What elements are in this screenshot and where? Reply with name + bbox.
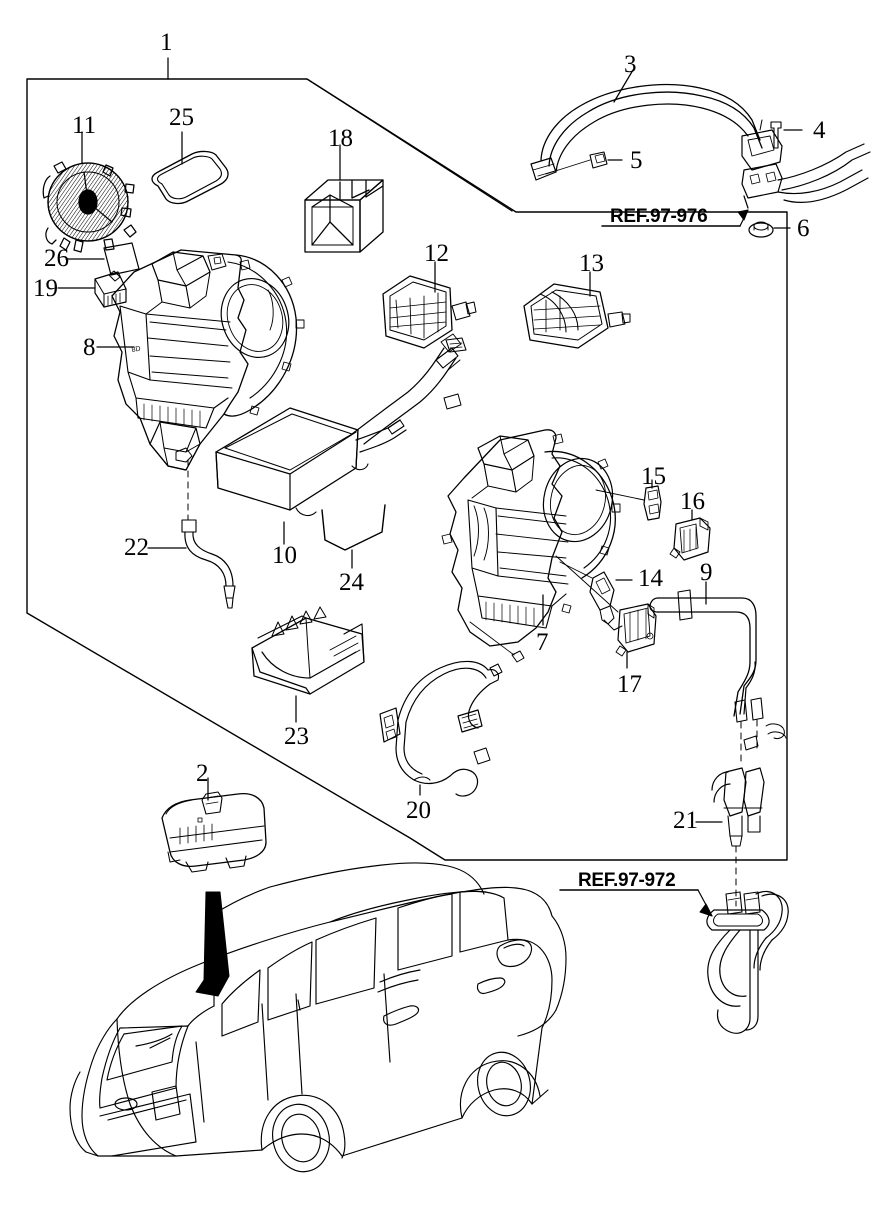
callout-6: 6	[797, 215, 810, 242]
callout-1: 1	[160, 29, 173, 56]
callout-24: 24	[339, 569, 364, 596]
part-25-seal-gasket	[151, 131, 229, 205]
part-2-blower-resistor	[161, 777, 267, 873]
callout-15: 15	[641, 463, 666, 490]
ref-label-97-972: REF.97-972	[578, 870, 676, 891]
assembly-boundary-polygon	[26, 78, 788, 861]
part-5-clip-nut	[545, 151, 623, 175]
heater-pipe-run	[351, 333, 462, 445]
svg-text:8D: 8D	[131, 346, 141, 354]
callout-9: 9	[700, 559, 713, 586]
callout-4: 4	[813, 117, 826, 144]
part-11-blower-wheel	[42, 131, 137, 253]
callout-12: 12	[424, 240, 449, 267]
part-26-filter-pad	[65, 242, 140, 276]
part-4-bolt	[770, 121, 803, 149]
part-7-rear-ac-case	[441, 429, 621, 663]
callout-13: 13	[579, 250, 604, 277]
part-16-expansion-valve	[669, 509, 711, 561]
callout-22: 22	[124, 534, 149, 561]
callout-11: 11	[72, 112, 97, 139]
ref-label-97-976: REF.97-976	[610, 206, 708, 227]
ref-97-972-target-pipes	[559, 889, 789, 1034]
part-15-thermistor	[595, 479, 662, 521]
callout-14: 14	[638, 565, 663, 592]
callout-5: 5	[630, 147, 643, 174]
callout-20: 20	[406, 797, 431, 824]
part-23-air-outlet-duct	[251, 606, 365, 723]
callout-16: 16	[680, 488, 705, 515]
vehicle-minivan-illustration	[69, 862, 567, 1173]
callout-26: 26	[44, 245, 69, 272]
callout-25: 25	[169, 104, 194, 131]
callout-18: 18	[328, 125, 353, 152]
part-6-grommet	[748, 221, 791, 238]
part-18-air-intake-duct	[304, 144, 384, 253]
part-22-drain-hose	[147, 459, 236, 609]
callout-2: 2	[196, 760, 209, 787]
callout-7: 7	[536, 629, 549, 656]
install-arrow	[195, 891, 230, 997]
part-20-wiring-harness	[379, 660, 503, 797]
part-8-blower-case: 8D	[96, 249, 305, 471]
part-24-control-rod	[321, 504, 386, 569]
callout-21: 21	[673, 807, 698, 834]
callout-19: 19	[33, 275, 58, 302]
part-10-heater-core	[215, 407, 407, 545]
ref-97-976-leader	[601, 195, 749, 227]
part-19-blower-connector	[57, 270, 127, 308]
part-14-actuator-link	[559, 561, 633, 631]
part-17-mode-actuator	[555, 555, 657, 669]
part-21-pipe-connector-block	[695, 767, 765, 907]
part-3-refrigerant-pipe	[530, 69, 871, 203]
part-13-condenser-core	[523, 271, 631, 349]
callout-8: 8	[83, 334, 96, 361]
callout-10: 10	[272, 542, 297, 569]
callout-3: 3	[624, 51, 637, 78]
part-9-refrigerant-pipe-rear	[649, 581, 787, 763]
callout-23: 23	[284, 723, 309, 750]
part-12-evaporator-core	[382, 261, 477, 353]
leader-3	[613, 69, 634, 103]
callout-17: 17	[617, 671, 642, 698]
